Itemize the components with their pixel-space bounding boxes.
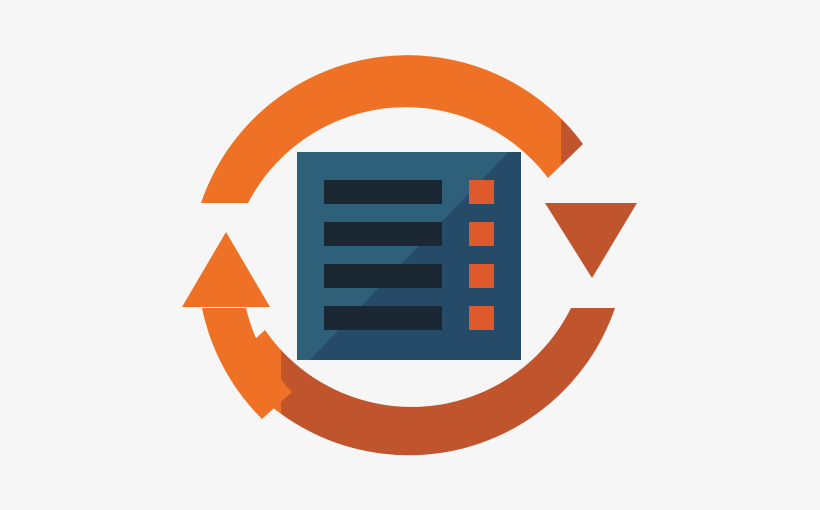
upper-arrowhead — [545, 203, 637, 278]
lower-arrow-band-left — [202, 308, 292, 419]
drive-slot-4 — [324, 306, 442, 330]
status-indicator-2 — [469, 222, 494, 246]
server-panel — [297, 152, 521, 360]
upper-arrow — [201, 55, 637, 278]
lower-arrowhead — [182, 232, 270, 307]
status-indicator-3 — [469, 264, 494, 288]
lower-arrow-band — [230, 308, 615, 456]
status-indicator-4 — [469, 306, 494, 330]
drive-slot-2 — [324, 222, 442, 246]
drive-slot-1 — [324, 180, 442, 204]
drive-slot-3 — [324, 264, 442, 288]
upper-arrow-band — [201, 55, 583, 203]
lower-arrow — [182, 232, 615, 456]
status-indicator-1 — [469, 180, 494, 204]
